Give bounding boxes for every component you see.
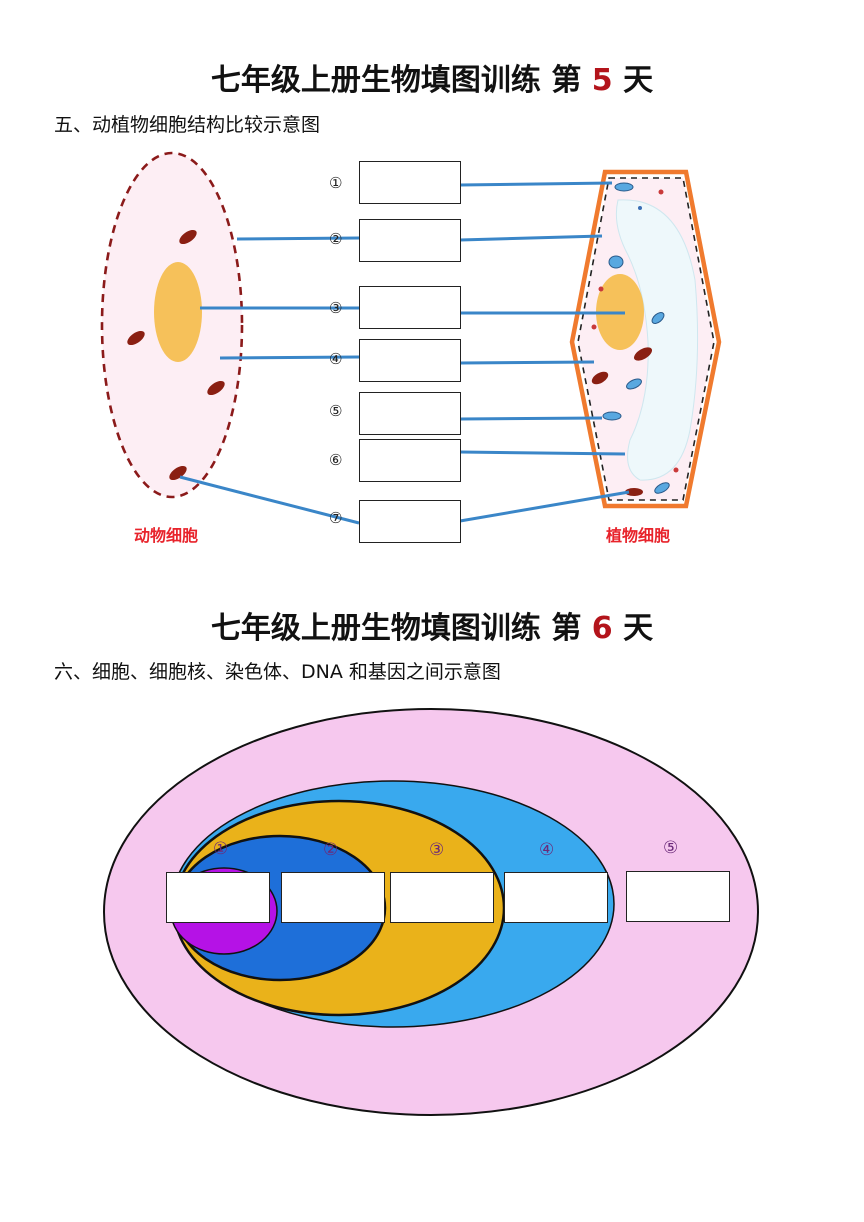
ellipse-answer-box-1[interactable] xyxy=(166,872,270,923)
ellipse-number-1: ① xyxy=(213,839,228,859)
ellipse-answer-box-3[interactable] xyxy=(390,872,494,923)
ellipse-answer-box-4[interactable] xyxy=(504,872,608,923)
ellipse-number-4: ④ xyxy=(539,840,554,860)
ellipse-number-3: ③ xyxy=(429,840,444,860)
ellipse-number-5: ⑤ xyxy=(663,838,678,858)
ellipse-answer-box-5[interactable] xyxy=(626,871,730,922)
ellipse-answer-box-2[interactable] xyxy=(281,872,385,923)
ellipse-number-2: ② xyxy=(323,840,338,860)
